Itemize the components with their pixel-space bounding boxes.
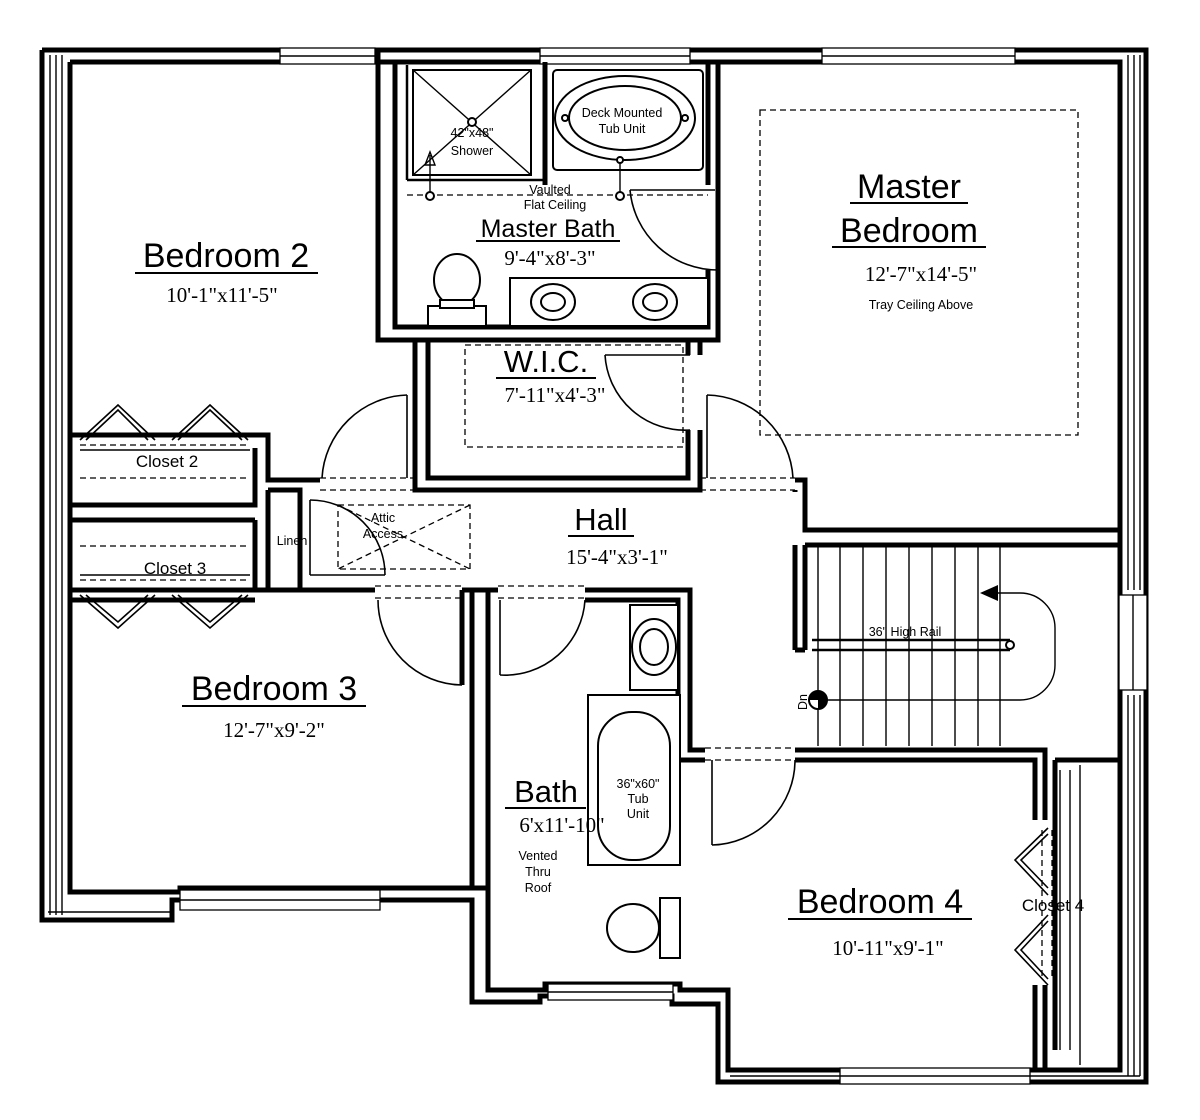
closet4-label: Closet 4 [1022,896,1084,915]
doors [309,189,796,846]
master-bedroom-size: 12'-7"x14'-5" [865,262,977,286]
bedroom3-size: 12'-7"x9'-2" [223,718,325,742]
tub-deck-label-2: Tub Unit [599,122,646,136]
windows [179,47,1148,1085]
bath-toilet [606,897,681,959]
stair-dn-label: Dn [796,694,810,710]
hall-size: 15'-4"x3'-1" [566,545,668,569]
tub-label-1: 36"x60" [617,777,660,791]
closet3-label: Closet 3 [144,559,206,578]
closet2-label: Closet 2 [136,452,198,471]
interior-walls [67,50,1123,1070]
master-bath-ceiling-2: Flat Ceiling [524,198,587,212]
master-bath-size: 9'-4"x8'-3" [504,246,595,270]
attic-label-2: Access [363,527,403,541]
stair [808,545,1056,746]
bath-sink [629,604,679,691]
bath-vent-3: Roof [525,881,552,895]
attic-access [337,504,471,570]
rail-label: 36" High Rail [869,625,942,639]
master-vanity [509,277,709,327]
master-bath-title: Master Bath [481,215,616,243]
shower-label-1: 42"x48" [451,126,494,140]
hall-title: Hall [574,502,627,537]
master-toilet [427,253,487,327]
shower-label-2: Shower [451,144,493,158]
linen-label: Linen [277,534,308,548]
ceiling-lines [80,109,1079,980]
bedroom2-title: Bedroom 2 [143,237,309,275]
bath-title: Bath [514,774,578,809]
master-bedroom-title-2: Bedroom [840,212,978,250]
bifold-doors [79,403,1049,986]
bath-tub [587,694,681,866]
bath-vent-1: Vented [519,849,558,863]
attic-label-1: Attic [371,511,395,525]
wic-size: 7'-11"x4'-3" [505,383,606,407]
deck-tub [552,69,704,201]
bath-vent-2: Thru [525,865,551,879]
bedroom4-title: Bedroom 4 [797,883,963,921]
master-bedroom-note: Tray Ceiling Above [869,298,973,312]
wic-title: W.I.C. [504,344,588,379]
tub-label-3: Unit [627,807,650,821]
bedroom4-size: 10'-11"x9'-1" [832,936,943,960]
bath-size: 6'x11'-10" [519,813,604,837]
tub-deck-label-1: Deck Mounted [582,106,663,120]
tub-label-2: Tub [627,792,648,806]
master-bedroom-title-1: Master [857,168,961,206]
master-bath-ceiling-1: Vaulted [529,183,571,197]
bedroom3-title: Bedroom 3 [191,670,357,708]
closet-shelves [80,449,1081,1065]
labels: Master Bedroom 12'-7"x14'-5" Tray Ceilin… [135,106,1084,960]
bedroom2-size: 10'-1"x11'-5" [166,283,277,307]
master-shower [412,69,532,201]
